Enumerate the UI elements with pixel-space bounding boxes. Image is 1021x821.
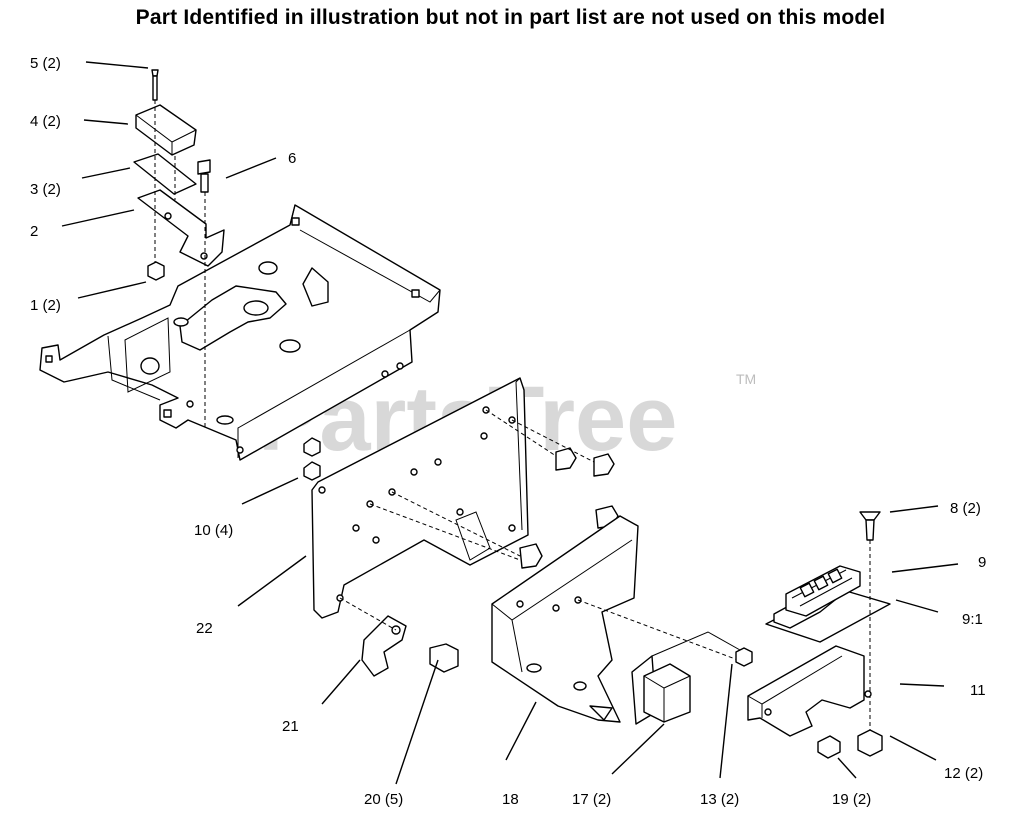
callout-labels: 5 (2) 4 (2) 3 (2) 2 1 (2) 6 10 (4) 22 21… (30, 55, 986, 808)
switch-assembly-9 (765, 565, 891, 643)
callout-label: 3 (2) (30, 181, 61, 198)
vertical-plate (311, 377, 529, 619)
callout-label: 5 (2) (30, 55, 61, 72)
clip-21 (361, 615, 407, 677)
callout-label: 11 (970, 682, 986, 699)
callout-label: 1 (2) (30, 297, 61, 314)
leader-lines (61, 61, 959, 785)
watermark-trademark: TM (736, 371, 756, 387)
callout-label: 10 (4) (194, 522, 233, 539)
nuts-10 (303, 437, 321, 481)
callout-label: 22 (196, 620, 213, 637)
callout-label: 8 (2) (950, 500, 981, 517)
relay-block-17 (631, 631, 741, 725)
screw-8 (859, 511, 881, 740)
callout-label: 9:1 (962, 611, 983, 628)
callout-label: 19 (2) (832, 791, 871, 808)
screw-13 (735, 647, 753, 667)
callout-label: 9 (978, 554, 986, 571)
callout-label: 4 (2) (30, 113, 61, 130)
lower-bracket-11 (747, 645, 872, 737)
upper-bracket-stack (133, 69, 225, 430)
bolts-upper (369, 409, 619, 569)
callout-label: 17 (2) (572, 791, 611, 808)
callout-label: 20 (5) (364, 791, 403, 808)
callout-label: 2 (30, 223, 38, 240)
callout-label: 12 (2) (944, 765, 983, 782)
callout-label: 6 (288, 150, 296, 167)
upper-mounting-plate (39, 204, 441, 461)
angle-bracket-18 (491, 515, 739, 723)
callout-label: 21 (282, 718, 299, 735)
nut-12 (857, 729, 883, 757)
bolt-19 (817, 735, 841, 759)
callout-label: 18 (502, 791, 519, 808)
header-note: Part Identified in illustration but not … (135, 6, 886, 29)
callout-label: 13 (2) (700, 791, 739, 808)
